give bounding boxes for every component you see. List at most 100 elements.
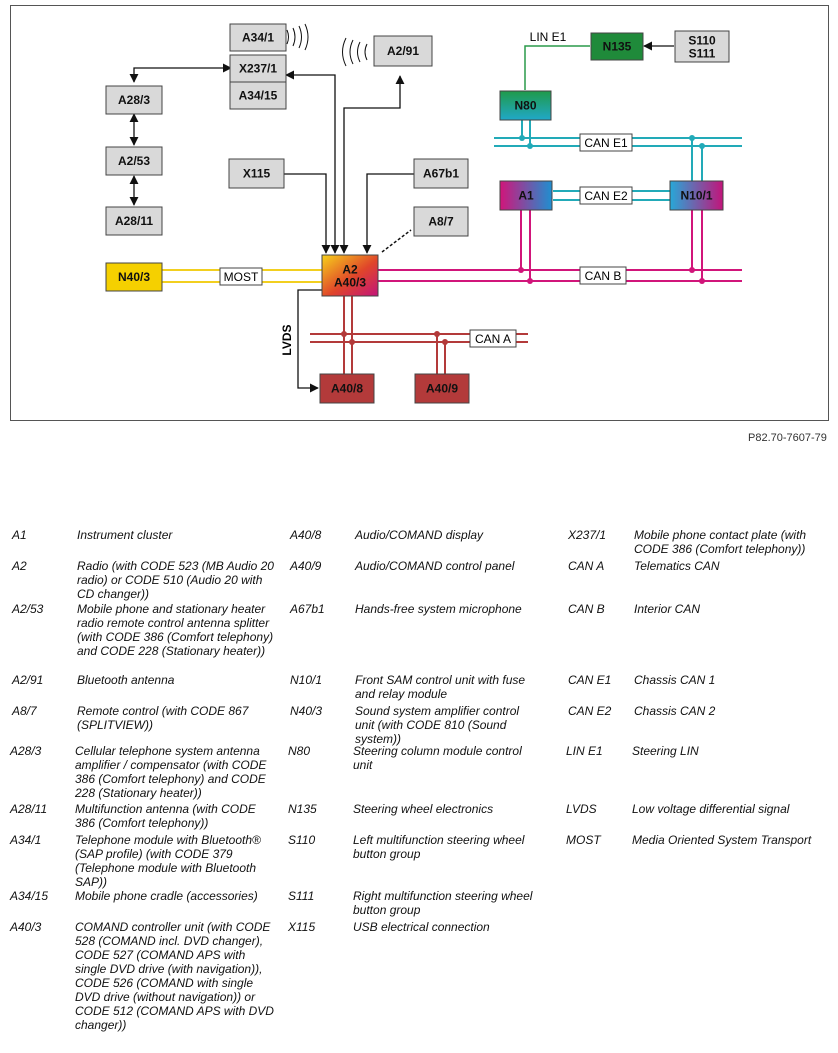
legend-description: Chassis CAN 2: [634, 704, 716, 718]
component-label-s110-2: S111: [689, 47, 716, 61]
infrared-signal-icon: [381, 229, 412, 253]
network-topology-diagram: A34/1X237/1A34/15A2/91A28/3A2/53A28/11X1…: [10, 5, 829, 421]
legend-code: CAN E1: [568, 673, 612, 687]
legend-code: A40/9: [290, 559, 322, 573]
component-label-a8-7: A8/7: [428, 215, 454, 229]
bus-label-can-a: CAN A: [475, 332, 511, 346]
legend-code: N135: [288, 802, 317, 816]
component-box-n80: [499, 90, 552, 121]
legend-description: Instrument cluster: [77, 528, 173, 542]
legend-description: COMAND controller unit (with CODE 528 (C…: [75, 920, 274, 1032]
component-box-n10-1: [669, 180, 724, 211]
component-box-a2-53: [105, 146, 163, 176]
legend-code: A1: [12, 528, 27, 542]
component-label-a40-9: A40/9: [426, 382, 458, 396]
legend-description: Cellular telephone system antenna amplif…: [75, 744, 267, 800]
legend-description: USB electrical connection: [353, 920, 490, 934]
can-a-nodes: [341, 331, 448, 345]
component-label-s110-1: S110: [688, 34, 716, 48]
bus-label-can-e2: CAN E2: [584, 189, 628, 203]
legend-code: A28/3: [10, 744, 42, 758]
legend-description: Bluetooth antenna: [77, 673, 175, 687]
legend-description: Steering column module control unit: [353, 744, 522, 772]
lin-e1-bus: [524, 45, 590, 90]
legend-description: Media Oriented System Transport: [632, 833, 812, 847]
legend-code: N40/3: [290, 704, 323, 718]
component-label-a40-8: A40/8: [331, 382, 363, 396]
legend-code: LVDS: [566, 802, 597, 816]
legend-description: Multifunction antenna (with CODE 386 (Co…: [75, 802, 256, 830]
component-label-n135: N135: [603, 40, 632, 54]
legend-code: X237/1: [568, 528, 607, 542]
legend-code: A2/53: [12, 602, 44, 616]
bus-label-lvds: LVDS: [280, 324, 294, 355]
component-box-a67b1: [413, 158, 469, 189]
legend-description: Right multifunction steering wheel butto…: [353, 889, 533, 917]
component-box-s110: [674, 30, 730, 63]
legend-description: Left multifunction steering wheel button…: [353, 833, 525, 861]
bus-label-can-b: CAN B: [585, 269, 622, 283]
legend-description: Hands-free system microphone: [355, 602, 522, 616]
legend-description: Sound system amplifier control unit (wit…: [355, 704, 520, 746]
legend-description: Telephone module with Bluetooth® (SAP pr…: [75, 833, 261, 889]
legend-description: Radio (with CODE 523 (MB Audio 20 radio)…: [77, 559, 274, 601]
component-label-a67b1: A67b1: [423, 167, 459, 181]
bus-tag-can-a: [469, 329, 517, 348]
can-e1-nodes: [519, 135, 705, 149]
component-label-a2-1: A2: [342, 263, 358, 277]
bus-tag-can-e2: [579, 186, 633, 205]
legend-code: S111: [288, 889, 315, 903]
component-box-x237-1: [229, 54, 287, 83]
component-label-a2-53: A2/53: [118, 154, 150, 168]
component-label-x115: X115: [243, 167, 271, 181]
legend-code: CAN E2: [568, 704, 612, 718]
bus-tag-most: [219, 267, 263, 286]
component-box-a8-7: [413, 206, 469, 237]
component-label-a34-1: A34/1: [242, 31, 274, 45]
figure-code: P82.70-7607-79: [748, 432, 827, 444]
bus-label-most: MOST: [224, 270, 259, 284]
component-label-a2-2: A40/3: [334, 276, 366, 290]
legend-code: A40/8: [290, 528, 322, 542]
component-box-n40-3: [105, 262, 163, 292]
legend-description: Steering wheel electronics: [353, 802, 494, 816]
legend-code: A28/11: [10, 802, 48, 816]
can-b-nodes: [518, 267, 705, 284]
legend-code: X115: [288, 920, 316, 934]
can-b-bus: [378, 210, 742, 282]
legend-description: Interior CAN: [634, 602, 701, 616]
legend-code: A2/91: [12, 673, 44, 687]
wireless-signal-icon: [286, 23, 368, 67]
legend-code: S110: [288, 833, 316, 847]
component-box-a1: [499, 180, 553, 211]
component-label-a34-15: A34/15: [239, 89, 278, 103]
component-box-a28-11: [105, 206, 163, 236]
legend-code: CAN A: [568, 559, 605, 573]
component-label-n40-3: N40/3: [118, 270, 150, 284]
legend-code: N10/1: [290, 673, 323, 687]
component-box-a40-9: [414, 373, 470, 404]
legend-description: Mobile phone cradle (accessories): [75, 889, 258, 903]
component-label-a28-11: A28/11: [115, 214, 153, 228]
legend-description: Audio/COMAND control panel: [355, 559, 515, 573]
component-label-a1: A1: [518, 189, 534, 203]
legend-description: Front SAM control unit with fuse and rel…: [355, 673, 526, 701]
legend-code: LIN E1: [566, 744, 603, 758]
component-box-a40-8: [319, 373, 375, 404]
component-label-a2-91: A2/91: [387, 44, 419, 58]
component-label-x237-1: X237/1: [239, 62, 277, 76]
signal-connectors: [129, 41, 674, 393]
component-box-a34-15: [229, 81, 287, 110]
legend-code: A34/1: [10, 833, 42, 847]
bus-label-lin-e1: LIN E1: [530, 30, 567, 44]
legend-description: Remote control (with CODE 867 (SPLITVIEW…: [77, 704, 249, 732]
bus-tag-can-b: [579, 266, 627, 285]
component-box-x115: [228, 158, 285, 189]
legend-code: A2: [12, 559, 27, 573]
legend-code: A8/7: [12, 704, 37, 718]
legend-description: Steering LIN: [632, 744, 699, 758]
legend-code: MOST: [566, 833, 601, 847]
component-box-a2: [321, 254, 379, 297]
component-box-a28-3: [105, 85, 163, 115]
